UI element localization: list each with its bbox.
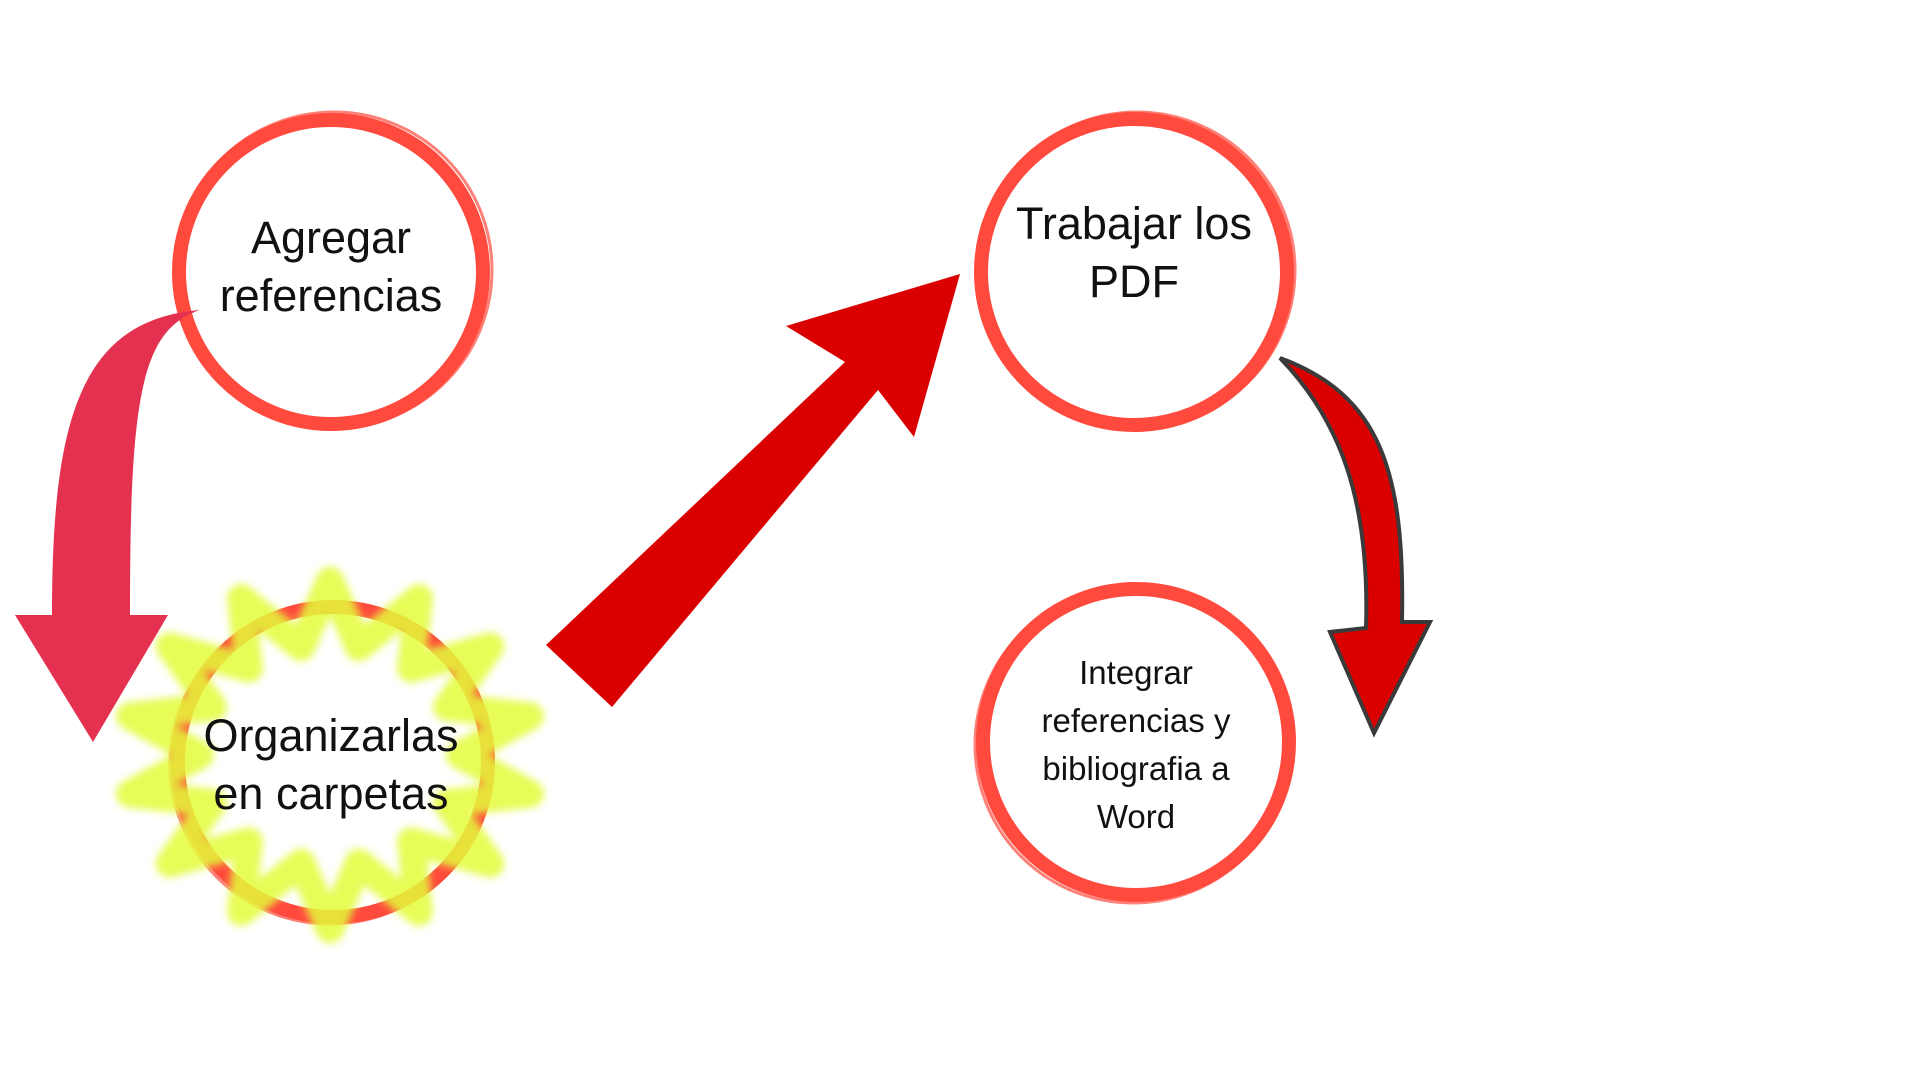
node-organizarlas-en-carpetas: Organizarlas en carpetas — [203, 710, 459, 819]
node-integrar-referencias: Integrar referencias y bibliografia a Wo… — [1041, 654, 1231, 835]
arrow-organizar-to-trabajar — [546, 274, 960, 707]
arrow-agregar-to-organizar — [15, 310, 200, 742]
arrow-trabajar-to-integrar — [1278, 356, 1434, 738]
node-agregar-referencias: Agregar referencias — [219, 212, 443, 321]
ring-trabajar — [974, 110, 1297, 432]
ring-agregar — [172, 110, 494, 431]
ring-integrar — [973, 582, 1296, 905]
highlight-burst — [116, 566, 544, 944]
node-trabajar-los-pdf: Trabajar los PDF — [1016, 198, 1252, 307]
